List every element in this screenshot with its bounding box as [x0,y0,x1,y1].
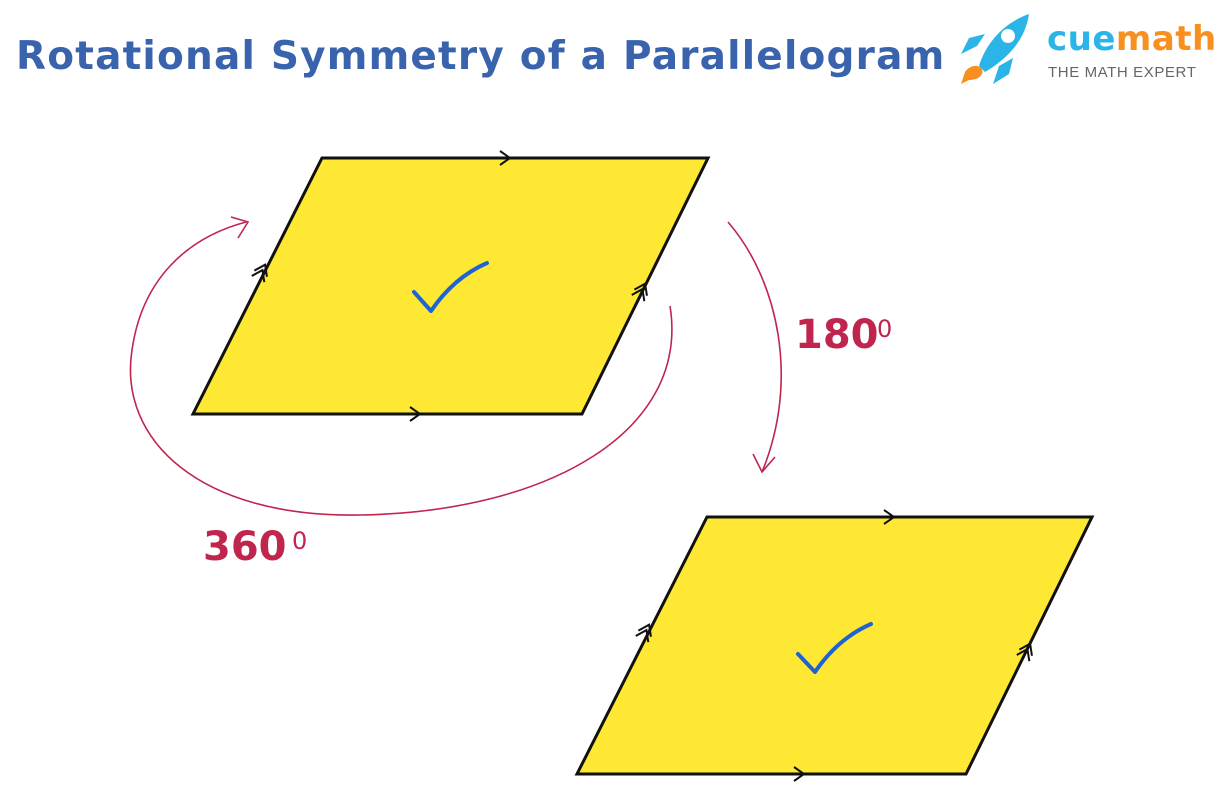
rocket-flame [961,65,983,84]
brand-name-part2: math [1115,19,1217,59]
rocket-icon [961,14,1029,84]
parallelogram-shape [574,515,1095,776]
rocket-fin-left [961,34,985,54]
rotation-arrow-180 [727,221,783,474]
angle-label-360: 360 [203,524,287,570]
rotation-arrow-360 [129,216,673,516]
check-icon [412,261,489,313]
check-icon [796,622,873,674]
brand-name: cuemath [1047,22,1217,56]
page-title: Rotational Symmetry of a Parallelogram [16,34,946,79]
degree-symbol-360: 0 [292,527,307,555]
parallelogram-rotated [574,509,1095,782]
cuemath-logo: cuemath THE MATH EXPERT [955,10,1217,90]
rocket-window [1001,29,1015,43]
angle-label-180: 180 [795,312,879,358]
rocket-body [979,14,1029,72]
parallelogram-original [190,150,711,422]
degree-symbol-180: 0 [877,315,892,343]
rocket-fin-bottom [993,58,1013,84]
brand-tagline: THE MATH EXPERT [1048,64,1197,81]
brand-name-part1: cue [1047,19,1116,59]
